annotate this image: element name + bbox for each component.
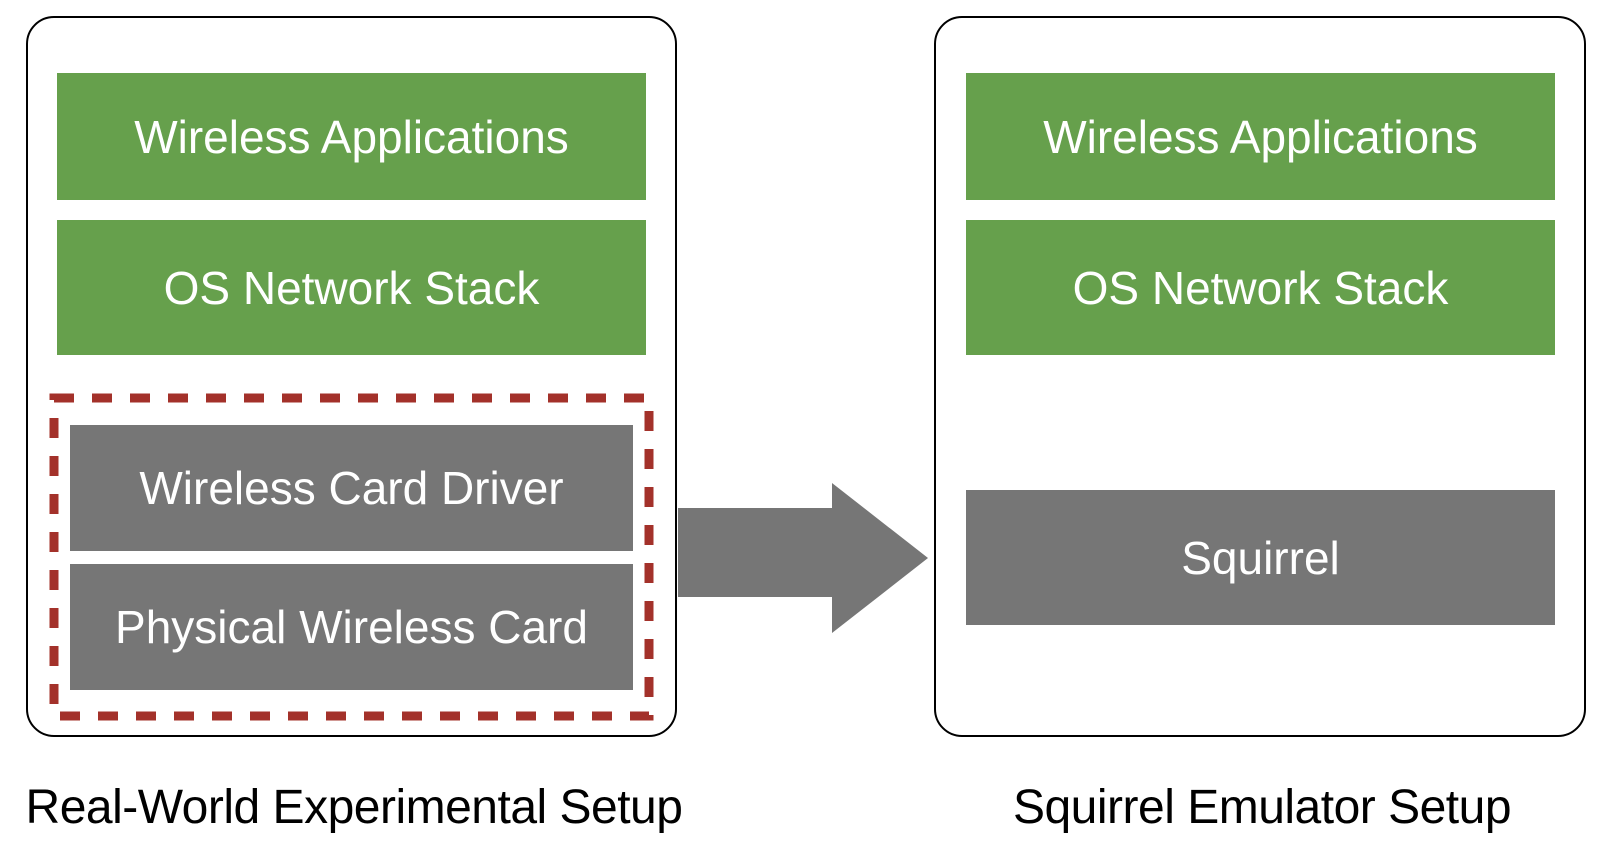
- layer-label: OS Network Stack: [1072, 261, 1449, 314]
- right-arrow-icon: [678, 483, 928, 633]
- layer-label: OS Network Stack: [163, 261, 540, 314]
- layer-label: Wireless Applications: [1043, 110, 1478, 163]
- squirrel-setup-caption: Squirrel Emulator Setup: [1012, 781, 1512, 834]
- right-os-network-stack-layer: OS Network Stack: [966, 220, 1555, 355]
- real-world-setup-caption: Real-World Experimental Setup: [25, 781, 683, 834]
- left-os-network-stack-layer: OS Network Stack: [57, 220, 646, 355]
- layer-label: Wireless Applications: [134, 110, 569, 163]
- layer-label: Physical Wireless Card: [115, 601, 588, 653]
- left-physical-wireless-card-layer: Physical Wireless Card: [70, 564, 633, 690]
- left-wireless-card-driver-layer: Wireless Card Driver: [70, 425, 633, 551]
- layer-label: Squirrel: [1181, 531, 1340, 584]
- right-wireless-applications-layer: Wireless Applications: [966, 73, 1555, 200]
- layer-label: Wireless Card Driver: [139, 462, 564, 514]
- left-wireless-applications-layer: Wireless Applications: [57, 73, 646, 200]
- right-squirrel-emulator-layer: Squirrel: [966, 490, 1555, 625]
